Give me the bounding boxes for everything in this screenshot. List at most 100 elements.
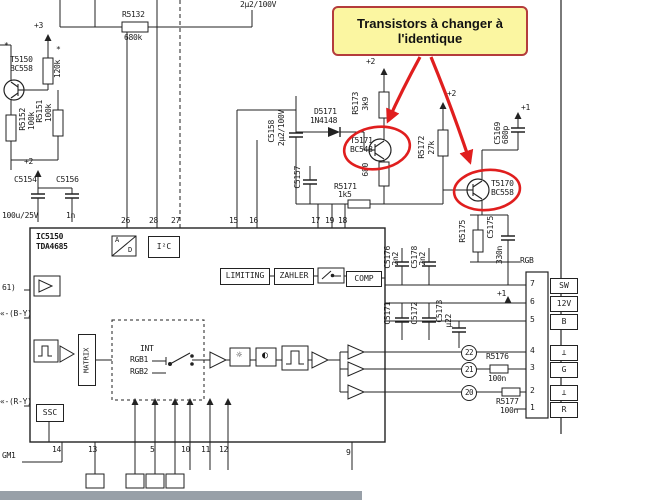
brightness-icon: ☼ xyxy=(236,350,242,361)
contrast-icon: ◐ xyxy=(262,350,268,361)
connector-title: RGB xyxy=(520,256,534,265)
component-label: 2n2 xyxy=(418,252,427,266)
capacitor-symbols xyxy=(31,127,525,333)
connector-signal-label: R xyxy=(550,402,578,418)
supply-label: +1 xyxy=(497,289,507,298)
ic-part-number: TDA4685 xyxy=(36,242,68,251)
component-label: 100k xyxy=(27,112,36,131)
component-label: µ22 xyxy=(444,314,453,328)
limiting-block: LIMITING xyxy=(220,268,270,285)
component-label: «-(B-Y) xyxy=(0,309,32,318)
transistor-t5170-type: BC558 xyxy=(491,188,514,197)
connector-pin-number: 5 xyxy=(530,315,535,324)
component-label: 2µ2/100V xyxy=(240,0,277,9)
component-label: C5175 xyxy=(486,216,495,239)
transistor-t5150-symbol xyxy=(3,79,25,101)
component-label: 100k xyxy=(44,104,53,123)
connector-pin-number: 2 xyxy=(530,386,535,395)
component-label: 2n2 xyxy=(391,252,400,266)
component-label: «-(R-Y) xyxy=(0,397,32,406)
component-label: * xyxy=(56,45,61,54)
component-label: 3k9 xyxy=(361,97,370,111)
component-label: 120k xyxy=(53,60,62,79)
connector-signal-label: 12V xyxy=(550,296,578,312)
ic-pin-number: 17 xyxy=(311,216,321,225)
connector-pin-number: 1 xyxy=(530,403,535,412)
ic-pin-number: 10 xyxy=(181,445,191,454)
supply-label: +2 xyxy=(24,157,34,166)
component-label: R5176 xyxy=(486,352,509,361)
supply-label: +2 xyxy=(447,89,457,98)
component-label: R5171 xyxy=(334,182,357,191)
component-label: R5175 xyxy=(458,220,467,243)
component-label: 100n xyxy=(488,374,507,383)
ic-pin-number: 18 xyxy=(338,216,348,225)
component-label: R5177 xyxy=(496,397,519,406)
component-label: 1n xyxy=(66,211,76,220)
component-label: * xyxy=(4,41,9,50)
ic-blocks xyxy=(33,235,345,371)
ground-icon: ⊥ xyxy=(550,385,578,401)
ic-pin-number: 26 xyxy=(121,216,131,225)
component-label: D5171 xyxy=(314,107,337,116)
transistor-t5150-ref: T5150 xyxy=(10,55,33,64)
ic-pin-number: 15 xyxy=(229,216,239,225)
component-label: GM1 xyxy=(2,451,16,460)
component-label: R5172 xyxy=(417,136,426,159)
component-label: 1k5 xyxy=(338,190,352,199)
wires xyxy=(0,0,562,474)
annotation-line-2: l'identique xyxy=(397,31,463,46)
connector-pin-number: 4 xyxy=(530,346,535,355)
connector-outline xyxy=(525,271,549,419)
component-label: 100u/25V xyxy=(2,211,39,220)
signal-triangles xyxy=(59,344,366,400)
ic-ref: IC5150 xyxy=(36,232,64,241)
scan-edge-bar xyxy=(0,491,362,500)
component-label: 680k xyxy=(124,33,143,42)
i2c-block: I²C xyxy=(148,236,180,258)
ic-pin-number: 9 xyxy=(346,448,351,457)
supply-label: +2 xyxy=(366,57,376,66)
ic-pin-number: 12 xyxy=(219,445,229,454)
wire-node-number: 20 xyxy=(461,385,477,401)
component-label: 61) xyxy=(2,283,16,292)
connector-signal-label: B xyxy=(550,314,578,330)
component-label: 2µ2/100V xyxy=(277,110,286,147)
bottom-boxes xyxy=(85,473,185,489)
ic-pin-number: 16 xyxy=(249,216,259,225)
transistor-t5150-type: BC558 xyxy=(10,64,33,73)
connector-signal-label: G xyxy=(550,362,578,378)
diode-d5171-symbol xyxy=(328,127,341,137)
component-label: R5132 xyxy=(122,10,145,19)
component-label: 680p xyxy=(501,126,510,145)
component-label: INT xyxy=(140,344,154,353)
ic-pin-number: 14 xyxy=(52,445,62,454)
component-label: 330n xyxy=(495,246,504,265)
zahler-block: ZAHLER xyxy=(274,268,314,285)
ssc-block: SSC xyxy=(36,404,64,422)
component-label: 680 xyxy=(361,163,370,177)
component-label: C5157 xyxy=(293,166,302,189)
connector-pin-number: 7 xyxy=(530,279,535,288)
component-label: C5154 xyxy=(14,175,37,184)
annotation-callout: Transistors à changer à l'identique xyxy=(332,6,528,56)
component-label: R5151 xyxy=(35,100,44,123)
component-label: 27k xyxy=(427,141,436,155)
ic-pin-number: 28 xyxy=(149,216,159,225)
wire-node-number: 22 xyxy=(461,345,477,361)
ic-pin-number: 27 xyxy=(171,216,181,225)
component-label: A xyxy=(115,236,119,244)
component-label: R5152 xyxy=(18,108,27,131)
ic-pin-number: 5 xyxy=(150,445,155,454)
transistor-t5171-type: BC548 xyxy=(350,145,373,154)
ground-icon: ⊥ xyxy=(550,345,578,361)
connector-signal-label: SW xyxy=(550,278,578,294)
comp-block: COMP xyxy=(346,271,382,287)
matrix-block: MATRIX xyxy=(78,334,96,386)
ic-pin-number: 13 xyxy=(88,445,98,454)
ic-pin-number: 19 xyxy=(325,216,335,225)
component-label: RGB2 xyxy=(130,367,149,376)
component-label: C5171 xyxy=(383,302,392,325)
component-label: C5172 xyxy=(410,302,419,325)
